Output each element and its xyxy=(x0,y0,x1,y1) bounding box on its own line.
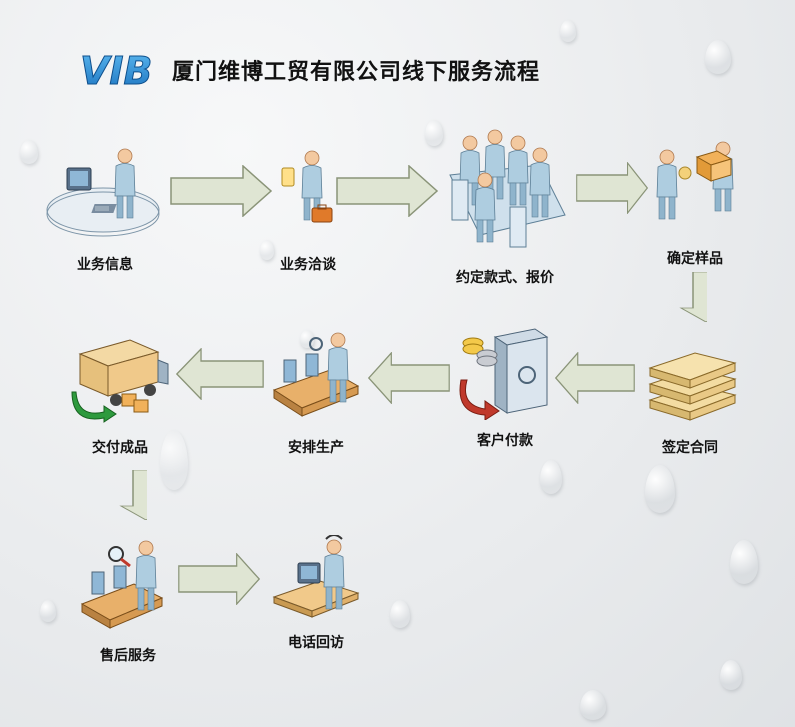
arrow-right xyxy=(170,165,272,217)
step-label: 安排生产 xyxy=(288,440,344,456)
svg-text:VIB: VIB xyxy=(80,50,153,90)
arrow-right xyxy=(178,553,260,605)
step-after-sales: 售后服务 xyxy=(78,538,178,668)
step-label: 业务洽谈 xyxy=(280,257,336,273)
step-phone-followup: 电话回访 xyxy=(270,535,362,655)
step-style-quotation: 约定款式、报价 xyxy=(440,125,570,290)
arrow-left xyxy=(368,352,450,404)
phone-operator-icon xyxy=(272,535,360,618)
production-line-icon xyxy=(272,332,360,417)
arrow-down xyxy=(655,272,707,322)
contract-stack-icon xyxy=(648,352,737,421)
step-business-info: 业务信息 xyxy=(45,148,165,273)
header: VIB 厦门维博工贸有限公司线下服务流程 xyxy=(78,48,540,92)
computer-desk-icon xyxy=(46,148,160,237)
water-drop xyxy=(580,690,606,720)
page-title: 厦门维博工贸有限公司线下服务流程 xyxy=(172,60,541,85)
step-label: 约定款式、报价 xyxy=(456,270,554,286)
water-drop xyxy=(40,600,56,622)
water-drop xyxy=(260,240,274,260)
water-drop xyxy=(720,660,742,690)
water-drop xyxy=(730,540,758,584)
meeting-table-icon xyxy=(449,129,566,248)
arrow-down xyxy=(95,470,147,520)
safe-coins-icon xyxy=(459,328,549,420)
step-negotiation: 业务洽谈 xyxy=(268,148,348,273)
inspection-icon xyxy=(80,540,164,629)
sample-handover-icon xyxy=(656,141,734,220)
step-label: 交付成品 xyxy=(92,440,148,456)
water-drop xyxy=(160,430,188,490)
water-drop xyxy=(20,140,38,164)
step-sign-contract: 签定合同 xyxy=(640,330,740,460)
water-drop xyxy=(425,120,443,146)
water-drop xyxy=(560,20,576,42)
step-label: 电话回访 xyxy=(288,635,344,651)
step-delivery: 交付成品 xyxy=(70,330,170,458)
water-drop xyxy=(705,40,731,74)
step-label: 售后服务 xyxy=(100,648,156,664)
step-customer-payment: 客户付款 xyxy=(455,325,555,457)
step-label: 确定样品 xyxy=(667,251,723,267)
arrow-left xyxy=(555,352,635,404)
delivery-truck-icon xyxy=(71,339,169,423)
step-confirm-sample: 确定样品 xyxy=(645,135,745,270)
water-drop xyxy=(540,460,562,494)
step-label: 签定合同 xyxy=(662,440,718,456)
step-production: 安排生产 xyxy=(270,330,362,458)
arrow-left xyxy=(176,348,264,400)
step-label: 客户付款 xyxy=(477,433,533,449)
water-drop xyxy=(390,600,410,628)
water-drop xyxy=(645,465,675,513)
arrow-right xyxy=(576,162,648,214)
arrow-right xyxy=(336,165,438,217)
businessman-briefcase-icon xyxy=(281,150,333,223)
step-label: 业务信息 xyxy=(77,257,133,273)
company-logo: VIB xyxy=(80,50,154,90)
